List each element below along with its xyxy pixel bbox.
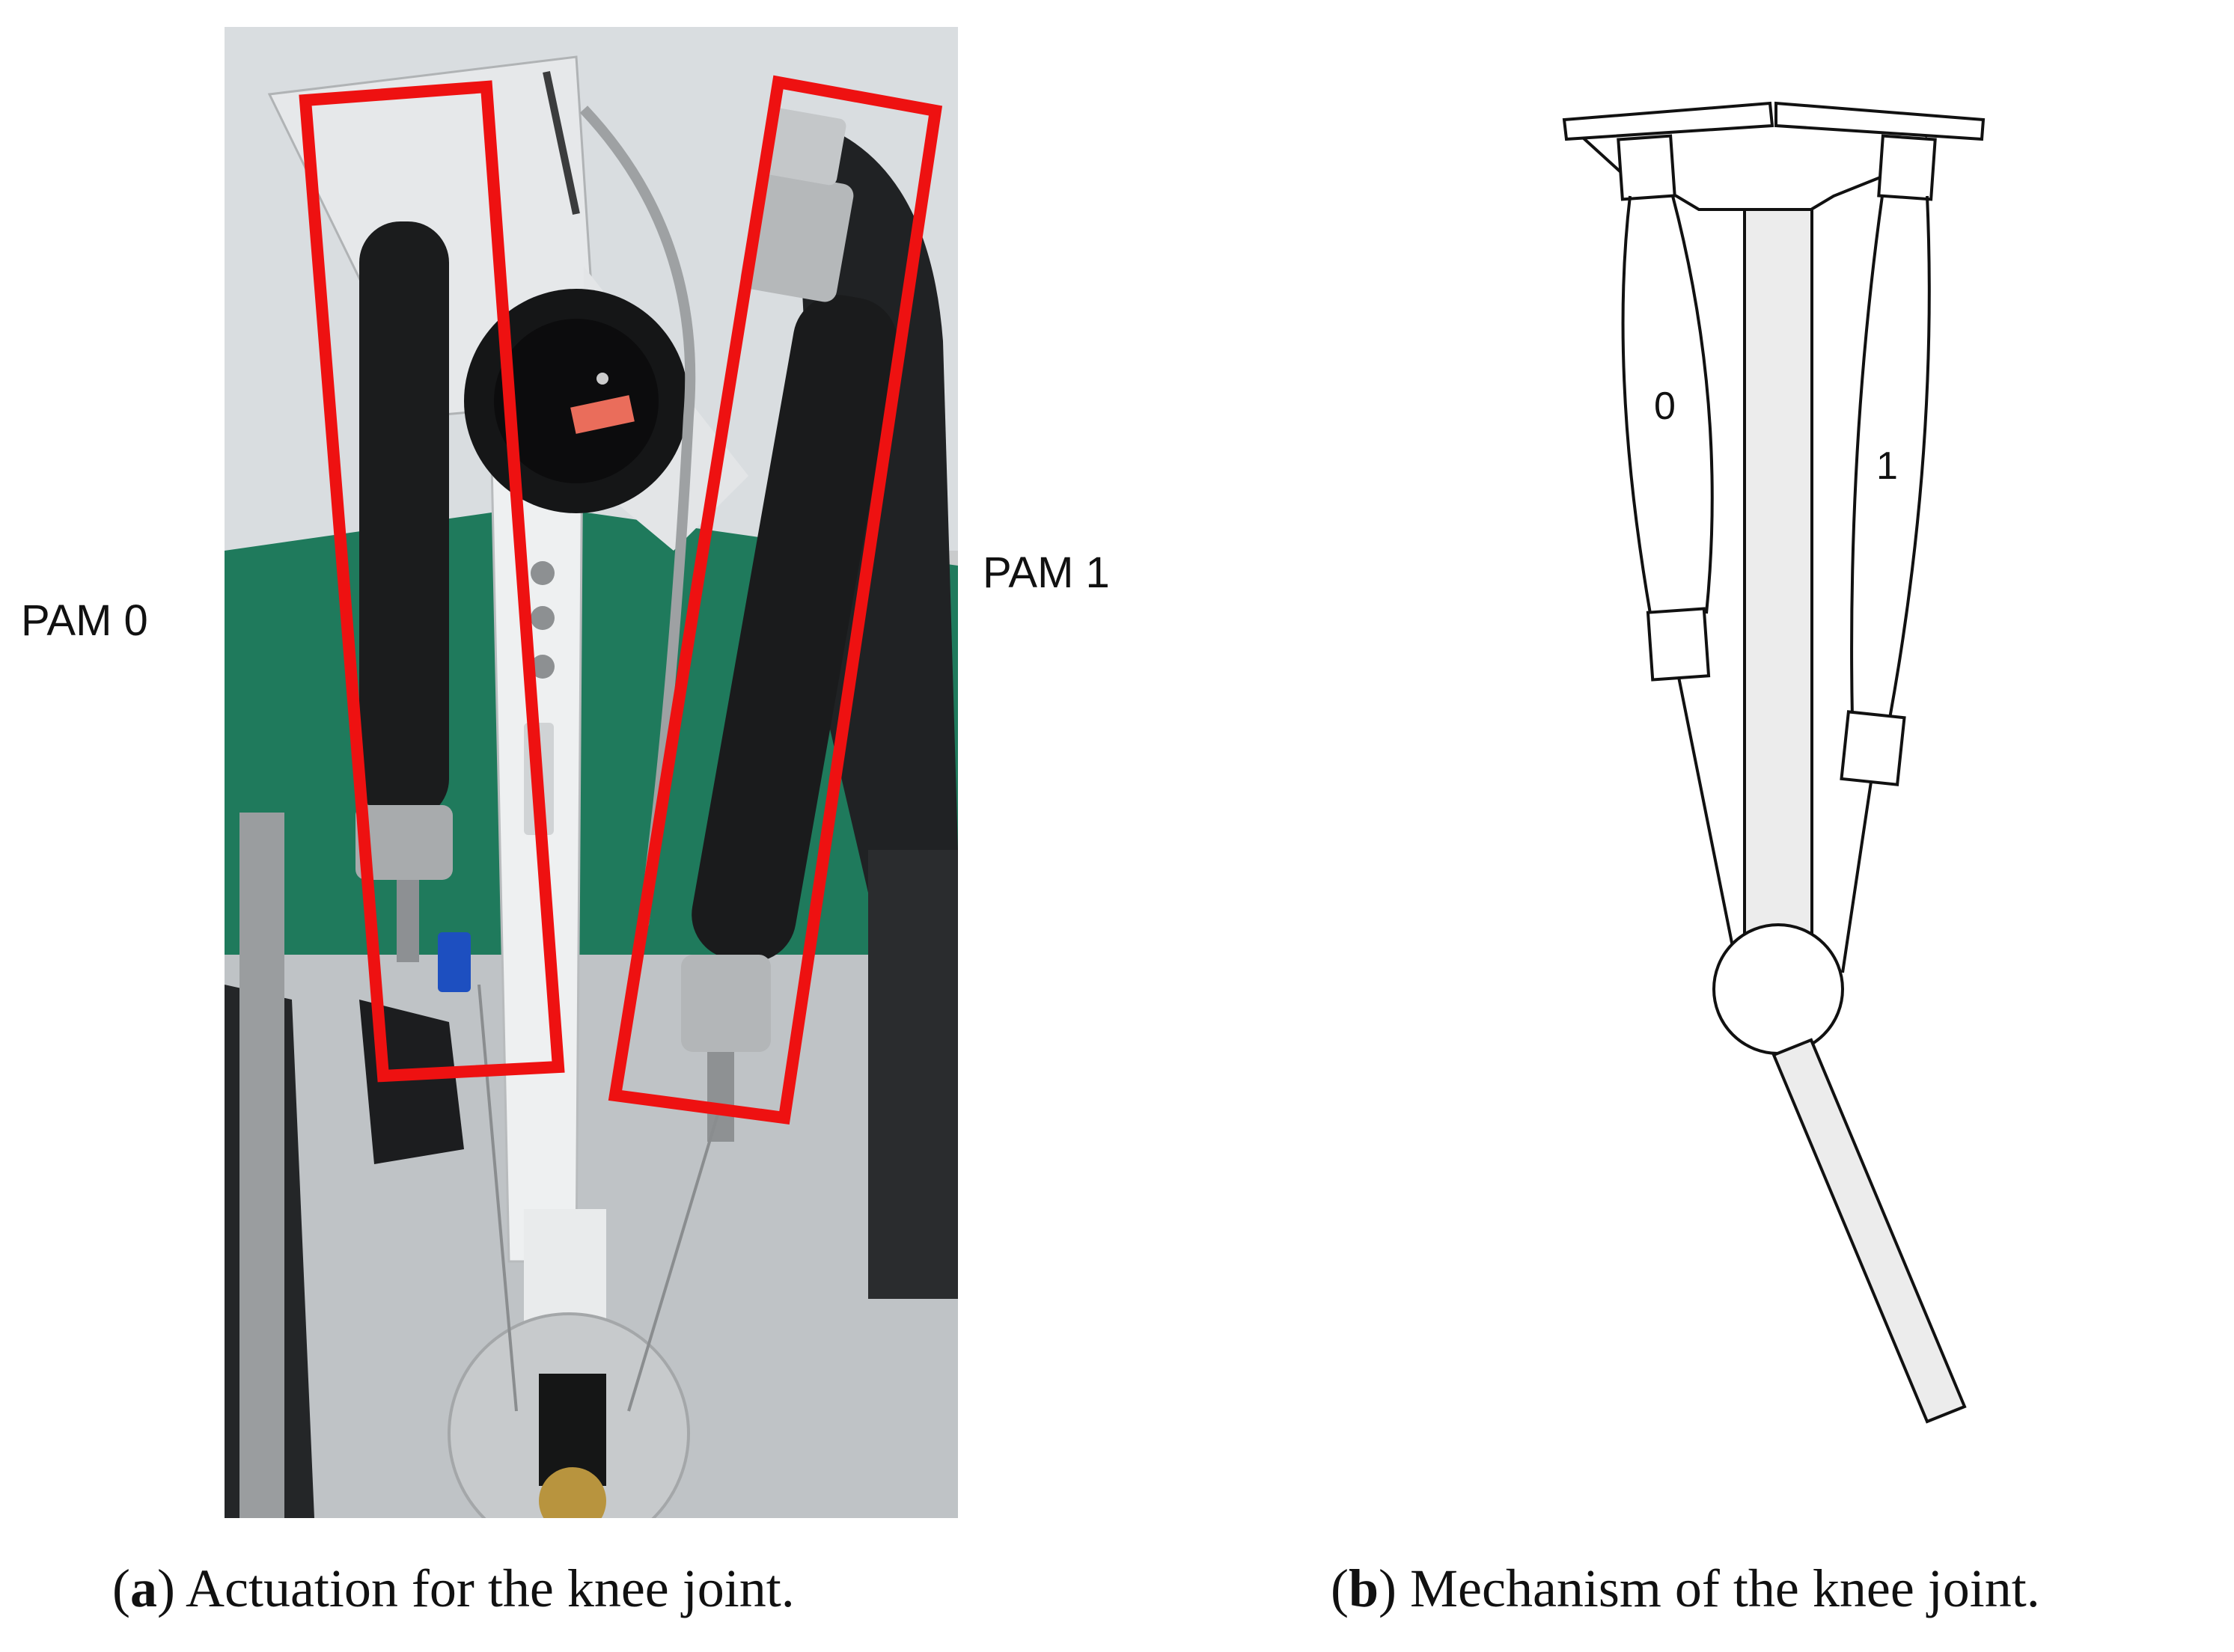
pam-1-muscle xyxy=(692,295,898,962)
muscle-1-top-mount xyxy=(1877,134,1937,201)
muscle-1-label: 1 xyxy=(1876,444,1898,488)
pam-0-label: PAM 0 xyxy=(21,596,148,645)
knee-joint xyxy=(1712,923,1844,1055)
shank-link xyxy=(1771,1038,1967,1424)
hip-plate-right xyxy=(1774,101,1986,141)
muscle-0-top-mount xyxy=(1617,134,1676,201)
muscle-1-bottom-mount xyxy=(1840,710,1906,786)
thigh-link-schematic xyxy=(1743,208,1813,959)
caption-a: (a) Actuation for the knee joint. xyxy=(112,1558,795,1618)
muscle-0-label: 0 xyxy=(1654,385,1676,428)
pam-0-highlight-box xyxy=(299,80,565,1083)
caption-b-text: Mechanism of the knee joint. xyxy=(1397,1558,2040,1618)
caption-a-letter: a xyxy=(129,1558,157,1618)
caption-a-text: Actuation for the knee joint. xyxy=(174,1558,795,1618)
pam-0-muscle xyxy=(359,221,449,820)
mechanism-diagram-graphic: 0 1 xyxy=(1562,101,1986,1424)
actuation-photo xyxy=(225,27,958,1518)
pam-1-label: PAM 1 xyxy=(983,548,1110,597)
caption-b: (b) Mechanism of the knee joint. xyxy=(1331,1558,2040,1618)
actuation-photo-graphic xyxy=(225,27,958,1518)
caption-b-letter: b xyxy=(1348,1558,1379,1618)
pam-1-highlight-box xyxy=(608,75,943,1125)
muscle-0-bottom-mount xyxy=(1646,607,1711,682)
hip-plate-left xyxy=(1562,101,1774,141)
mechanism-diagram: 0 1 xyxy=(1542,90,2006,1437)
